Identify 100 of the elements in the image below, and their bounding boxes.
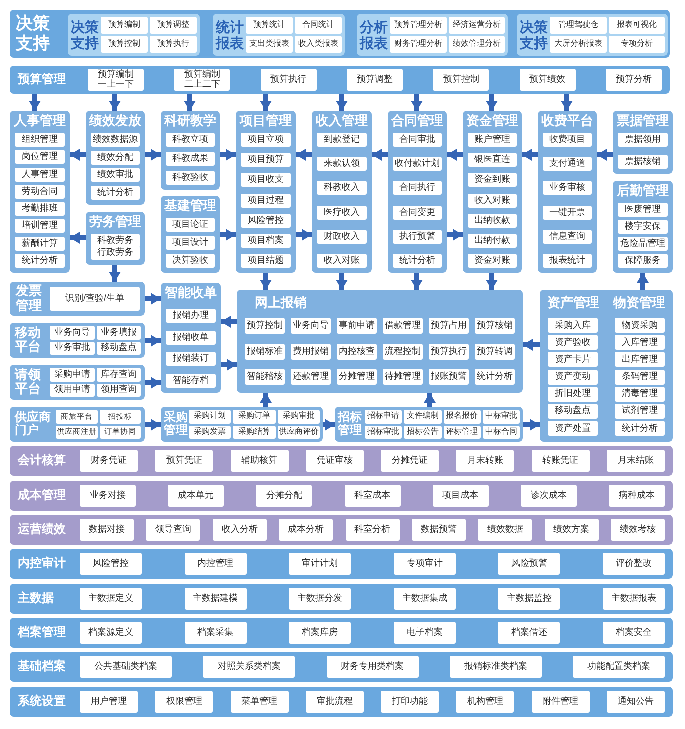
arrow bbox=[260, 273, 272, 290]
feature-box: 评价整改 bbox=[603, 553, 665, 575]
feature-box: 合同统计 bbox=[295, 17, 342, 34]
feature-box: 预算编制一上一下 bbox=[88, 69, 144, 91]
feature-box: 入库管理 bbox=[615, 335, 665, 350]
feature-box: 合同变更 bbox=[393, 206, 442, 220]
feature-box: 主数据报表 bbox=[603, 588, 665, 610]
feature-box: 统计分析 bbox=[91, 186, 140, 200]
feature-box: 业务对接 bbox=[80, 485, 136, 507]
feature-box: 预算管理分析 bbox=[390, 17, 446, 34]
feature-box: 收入对账 bbox=[468, 194, 517, 208]
arrow bbox=[145, 377, 161, 389]
feature-box: 档案安全 bbox=[603, 622, 665, 644]
module-panel bbox=[236, 111, 296, 273]
feature-box: 决算验收 bbox=[166, 254, 215, 268]
feature-box: 折旧处理 bbox=[548, 386, 598, 402]
feature-box: 预算执行 bbox=[429, 344, 469, 360]
panel-title: 收入管理 bbox=[315, 114, 369, 129]
arrow bbox=[109, 94, 121, 111]
module-panel bbox=[161, 111, 220, 190]
feature-box: 预算分析 bbox=[606, 69, 662, 91]
arrow bbox=[561, 94, 573, 111]
panel-title: 劳务管理 bbox=[88, 215, 142, 230]
feature-box: 预算执行 bbox=[150, 36, 197, 53]
feature-box: 报名报价 bbox=[444, 410, 481, 424]
arrow bbox=[523, 419, 540, 431]
feature-box: 信息查询 bbox=[543, 230, 592, 244]
module-panel bbox=[10, 446, 673, 476]
feature-box: 对照关系类档案 bbox=[203, 656, 296, 678]
feature-box: 供应商评价 bbox=[278, 426, 320, 439]
feature-box: 库存查询 bbox=[96, 368, 141, 382]
feature-box: 分摊分配 bbox=[256, 485, 312, 507]
feature-box: 科教收入 bbox=[317, 181, 367, 196]
feature-box: 清毒管理 bbox=[615, 386, 665, 402]
arrow bbox=[486, 273, 498, 290]
arrow bbox=[523, 339, 540, 351]
feature-box: 待摊管理 bbox=[383, 369, 423, 385]
feature-box: 电子档案 bbox=[394, 622, 456, 644]
module-panel bbox=[10, 549, 673, 579]
arrow bbox=[424, 393, 436, 407]
feature-box: 预算转调 bbox=[475, 344, 515, 360]
feature-box: 科教立项 bbox=[166, 133, 215, 147]
feature-box: 票据领用 bbox=[618, 133, 668, 147]
feature-box: 绩效审批 bbox=[91, 168, 140, 182]
feature-box: 项目设计 bbox=[166, 236, 215, 250]
feature-box: 文件编制 bbox=[404, 410, 442, 424]
arrow bbox=[260, 94, 272, 111]
feature-box: 档案源定义 bbox=[80, 622, 142, 644]
arrow bbox=[145, 419, 161, 431]
feature-box: 执行预警 bbox=[393, 230, 442, 244]
panel-title: 统计报表 bbox=[216, 18, 245, 52]
feature-box: 管理驾驶仓 bbox=[550, 17, 606, 34]
feature-box: 收费项目 bbox=[543, 133, 592, 147]
module-panel bbox=[613, 111, 673, 174]
feature-box: 统计分析 bbox=[615, 421, 665, 436]
arrow bbox=[221, 316, 237, 328]
feature-box: 预算执行 bbox=[260, 69, 317, 91]
module-panel bbox=[388, 111, 447, 273]
feature-box: 预算调整 bbox=[150, 17, 197, 34]
feature-box: 岗位管理 bbox=[15, 150, 65, 164]
arrow bbox=[220, 229, 236, 241]
arrow bbox=[372, 149, 388, 161]
module-panel bbox=[10, 584, 673, 614]
feature-box: 借款管理 bbox=[383, 318, 423, 334]
panel-title: 移动平台 bbox=[15, 326, 42, 356]
feature-box: 菜单管理 bbox=[230, 691, 289, 713]
feature-box: 支付通道 bbox=[543, 157, 592, 172]
panel-title: 内控审计 bbox=[18, 557, 67, 571]
module-panel bbox=[335, 407, 523, 442]
module-panel bbox=[613, 181, 673, 273]
arrow bbox=[637, 273, 649, 290]
panel-title: 资金管理 bbox=[466, 114, 520, 129]
feature-box: 事前申请 bbox=[337, 318, 377, 334]
arrow bbox=[220, 149, 236, 161]
module-panel bbox=[161, 407, 323, 442]
feature-box: 报销装订 bbox=[166, 352, 216, 366]
feature-box: 权限管理 bbox=[155, 691, 214, 713]
module-panel bbox=[10, 365, 145, 400]
feature-box: 出库管理 bbox=[615, 352, 665, 368]
panel-title: 票据管理 bbox=[616, 114, 670, 129]
arrow bbox=[70, 232, 86, 244]
panel-title: 收费平台 bbox=[540, 114, 594, 129]
feature-box: 报销标准类档案 bbox=[450, 656, 542, 678]
feature-box: 项目结题 bbox=[241, 254, 291, 268]
feature-box: 采购计划 bbox=[189, 410, 232, 424]
feature-box: 中标审批 bbox=[482, 410, 520, 424]
feature-box: 资产变动 bbox=[548, 370, 598, 384]
panel-title: 成本管理 bbox=[18, 489, 67, 503]
feature-box: 采购申请 bbox=[50, 368, 94, 382]
module-panel bbox=[10, 618, 673, 648]
feature-box: 数据对接 bbox=[80, 519, 134, 541]
feature-box: 项目预算 bbox=[241, 153, 291, 168]
feature-box: 预算编制 bbox=[101, 17, 148, 34]
feature-box: 审计计划 bbox=[289, 553, 352, 575]
feature-box: 收付款计划 bbox=[393, 157, 442, 172]
feature-box: 行政劳务 bbox=[91, 246, 140, 260]
panel-title: 决策支持 bbox=[16, 14, 51, 54]
panel-title: 科研教学 bbox=[163, 114, 218, 129]
feature-box: 智能稽核 bbox=[245, 369, 285, 385]
feature-box: 预算控制 bbox=[245, 318, 285, 334]
